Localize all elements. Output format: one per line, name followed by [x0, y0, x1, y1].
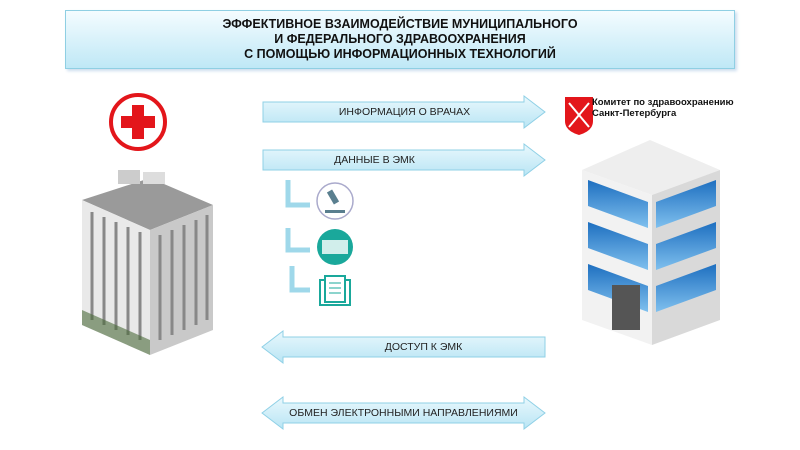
- organization-line: Комитет по здравоохранению: [592, 97, 734, 108]
- medical-cross-icon: [109, 93, 167, 151]
- arrow-emr-data: ДАННЫЕ В ЭМК: [262, 143, 547, 177]
- coat-of-arms-icon: [565, 97, 593, 135]
- arrow-referrals-exchange: ОБМЕН ЭЛЕКТРОННЫМИ НАПРАВЛЕНИЯМИ: [260, 396, 547, 430]
- arrow-doctors-info: ИНФОРМАЦИЯ О ВРАЧАХ: [262, 95, 547, 129]
- clinic-building-icon: [82, 170, 213, 355]
- title-line: С ПОМОЩЬЮ ИНФОРМАЦИОННЫХ ТЕХНОЛОГИЙ: [244, 47, 556, 61]
- committee-building-icon: [582, 140, 720, 345]
- organization-name: Комитет по здравоохранению Санкт-Петербу…: [592, 97, 734, 119]
- arrow-label: ИНФОРМАЦИЯ О ВРАЧАХ: [338, 106, 471, 118]
- document-icon: [319, 275, 351, 306]
- title-line: ЭФФЕКТИВНОЕ ВЗАИМОДЕЙСТВИЕ МУНИЦИПАЛЬНОГ…: [222, 17, 578, 31]
- arrow-label: ОБМЕН ЭЛЕКТРОННЫМИ НАПРАВЛЕНИЯМИ: [289, 407, 518, 419]
- slide-title: ЭФФЕКТИВНОЕ ВЗАИМОДЕЙСТВИЕ МУНИЦИПАЛЬНОГ…: [65, 10, 735, 69]
- arrow-emr-access: ДОСТУП К ЭМК: [260, 330, 547, 364]
- organization-line: Санкт-Петербурга: [592, 108, 677, 119]
- microscope-icon: [316, 182, 354, 220]
- arrow-label: ДОСТУП К ЭМК: [384, 341, 463, 353]
- flow-connectors: [285, 180, 310, 293]
- arrow-label: ДАННЫЕ В ЭМК: [334, 154, 415, 166]
- xray-icon: [317, 229, 353, 265]
- title-line: И ФЕДЕРАЛЬНОГО ЗДРАВООХРАНЕНИЯ: [274, 32, 526, 46]
